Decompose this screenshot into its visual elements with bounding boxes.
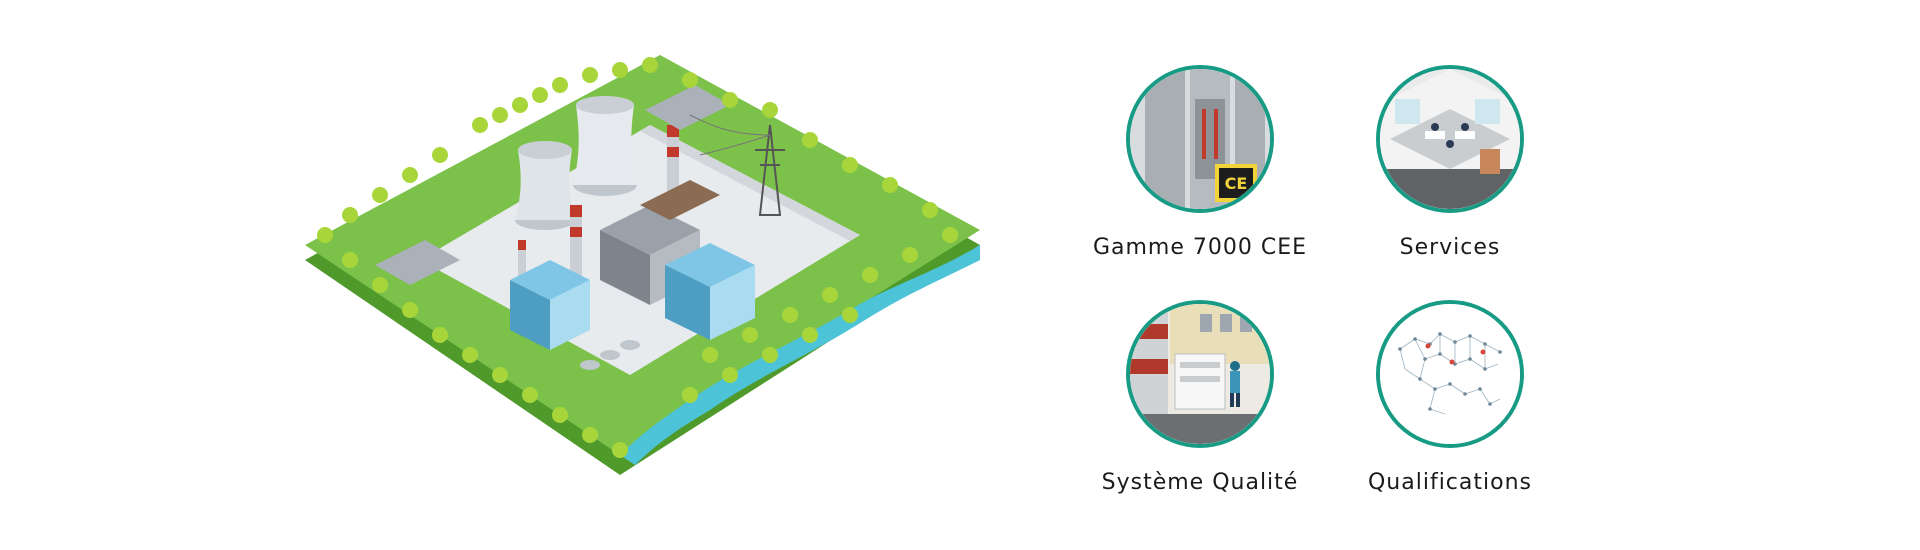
tile-systeme-qualite[interactable]: Système Qualité: [1075, 300, 1325, 495]
tile-circle: [1376, 300, 1524, 448]
tile-label: Système Qualité: [1101, 470, 1299, 495]
tile-services[interactable]: Services: [1325, 65, 1575, 260]
tile-circle: CE: [1126, 65, 1274, 213]
world-map-icon: [1380, 304, 1520, 444]
tile-grid: CE Gamme 7000 CEE Services: [1075, 0, 1575, 550]
power-plant-illustration: [290, 55, 990, 485]
cabinet-icon: CE: [1130, 69, 1270, 209]
tile-gamme-7000-cee[interactable]: CE Gamme 7000 CEE: [1075, 65, 1325, 260]
tile-label: Services: [1399, 235, 1501, 260]
svg-text:CE: CE: [1225, 174, 1248, 193]
tile-qualifications[interactable]: Qualifications: [1325, 300, 1575, 495]
tile-label: Qualifications: [1367, 470, 1532, 495]
tile-circle: [1126, 300, 1274, 448]
office-icon: [1380, 69, 1520, 209]
power-plant-icon: [305, 55, 980, 475]
inspection-icon: [1130, 304, 1270, 444]
tile-label: Gamme 7000 CEE: [1092, 235, 1308, 260]
tile-circle: [1376, 65, 1524, 213]
